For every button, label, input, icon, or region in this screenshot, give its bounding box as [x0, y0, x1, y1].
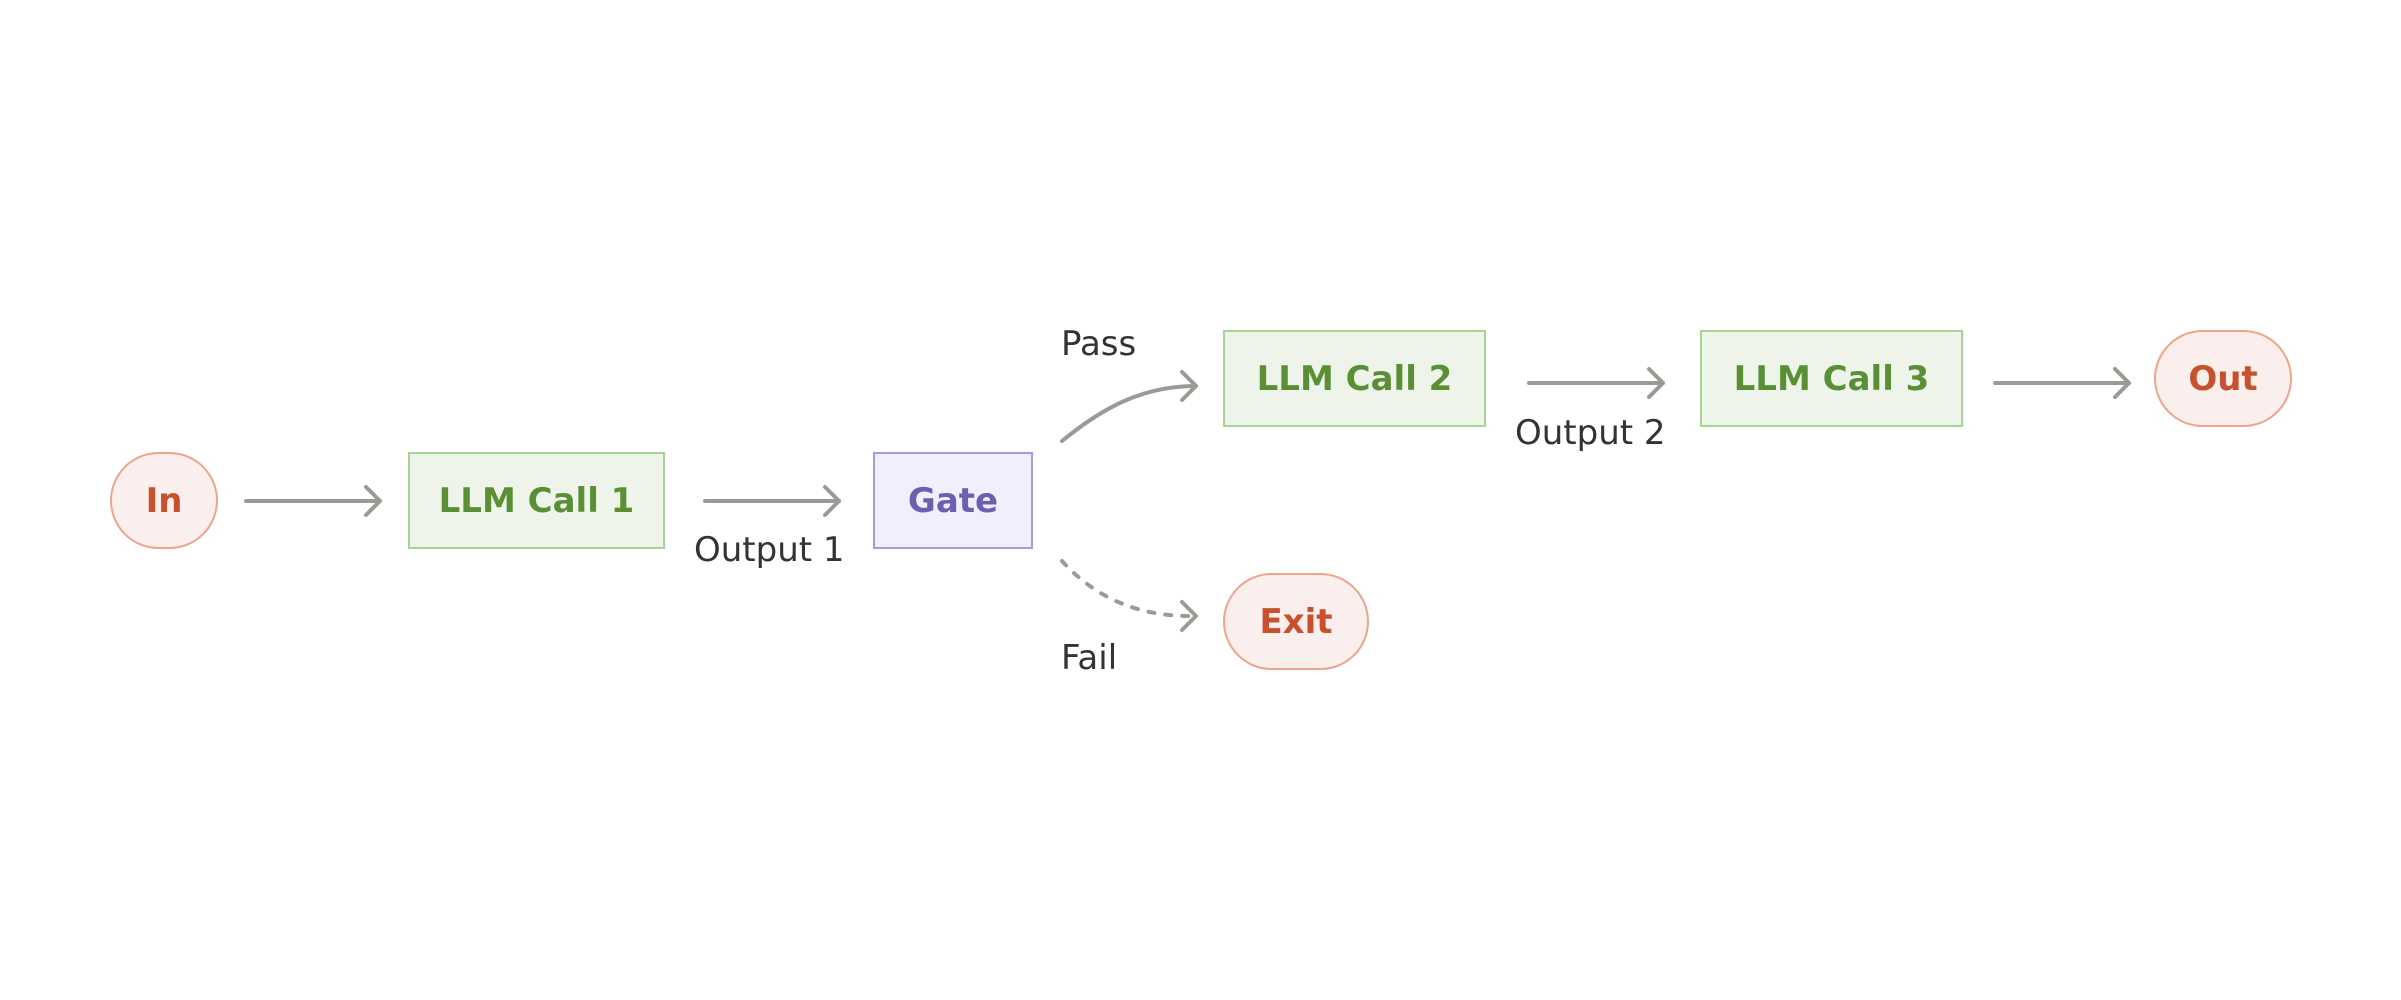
node-llm-call-1: LLM Call 1: [408, 452, 665, 549]
node-in: In: [110, 452, 218, 549]
node-in-label: In: [145, 480, 183, 521]
node-out-label: Out: [2188, 358, 2258, 399]
node-gate-label: Gate: [907, 480, 999, 521]
arrow-in-to-llm-call-1: [244, 485, 382, 517]
arrow-llm-call-3-to-out: [1993, 367, 2131, 399]
node-llm-call-2-label: LLM Call 2: [1256, 358, 1453, 399]
node-llm-call-2: LLM Call 2: [1223, 330, 1486, 427]
node-llm-call-1-label: LLM Call 1: [438, 480, 635, 521]
node-llm-call-3-label: LLM Call 3: [1733, 358, 1930, 399]
edge-label-output-2: Output 2: [1515, 413, 1666, 453]
node-exit-label: Exit: [1259, 601, 1333, 642]
edge-label-pass: Pass: [1061, 324, 1137, 364]
node-gate: Gate: [873, 452, 1033, 549]
node-llm-call-3: LLM Call 3: [1700, 330, 1963, 427]
arrow-gate-to-llm-call-2: [1060, 370, 1198, 443]
node-out: Out: [2154, 330, 2292, 427]
node-exit: Exit: [1223, 573, 1369, 670]
arrow-gate-to-exit: [1060, 559, 1198, 632]
arrow-llm-call-2-to-llm-call-3: [1527, 367, 1665, 399]
edge-label-fail: Fail: [1061, 638, 1118, 678]
arrow-llm-call-1-to-gate: [703, 485, 841, 517]
edge-label-output-1: Output 1: [694, 530, 845, 570]
